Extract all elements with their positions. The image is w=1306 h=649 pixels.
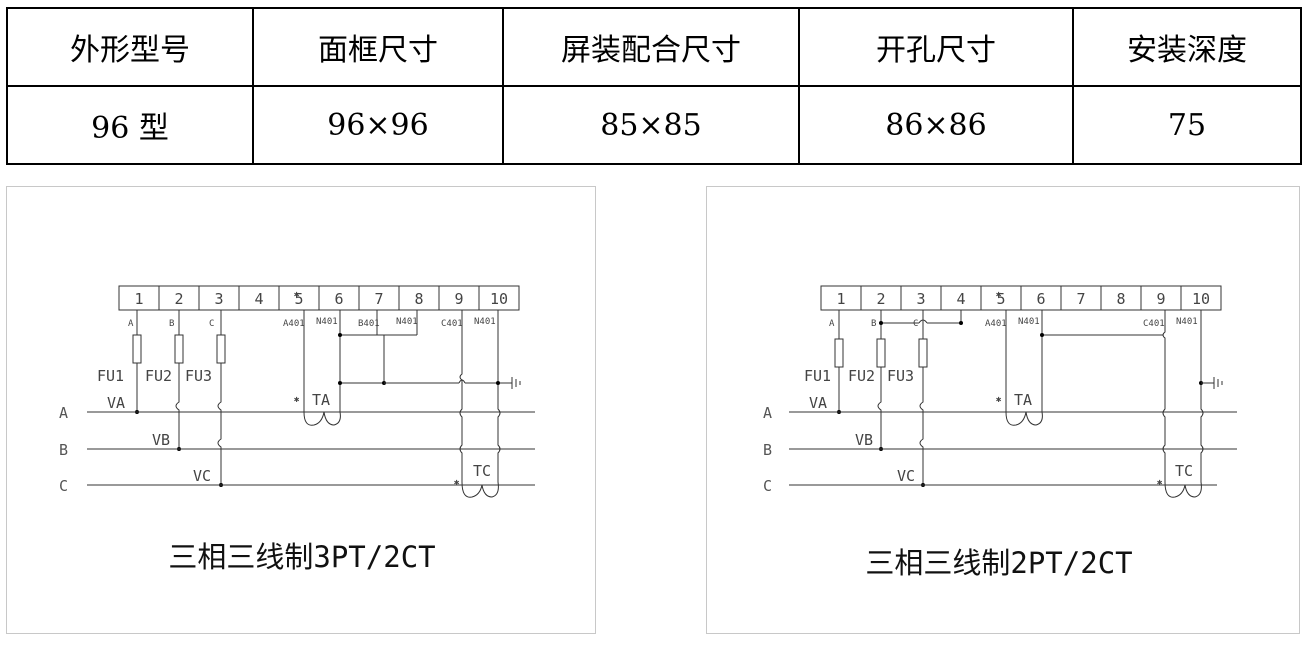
fuse-label-fu1: FU1: [804, 367, 831, 385]
fuse-label-fu2: FU2: [848, 367, 875, 385]
terminal-label-n401-c: N401: [1176, 317, 1198, 327]
terminal-10: 10: [490, 290, 508, 308]
fuse-2: [174, 334, 184, 364]
terminal-5: 5: [996, 290, 1005, 308]
spec-table: 外形型号 面框尺寸 屏装配合尺寸 开孔尺寸 安装深度 96 型 96×96 85…: [6, 7, 1302, 165]
terminal-label-b: B: [871, 319, 876, 329]
terminal-6: 6: [334, 290, 343, 308]
phase-label-b: B: [59, 441, 68, 459]
terminal-2: 2: [174, 290, 183, 308]
terminal-8: 8: [1116, 290, 1125, 308]
fuse-label-fu3: FU3: [185, 367, 212, 385]
fuse-label-fu2: FU2: [145, 367, 172, 385]
polarity-mark: ✱: [294, 395, 300, 405]
terminal-3: 3: [214, 290, 223, 308]
fuse-1: [834, 338, 844, 368]
phase-label-a: A: [59, 404, 68, 422]
voltage-label-va: VA: [809, 394, 827, 412]
voltage-label-vb: VB: [855, 431, 873, 449]
voltage-label-va: VA: [107, 394, 125, 412]
fuse-3: [918, 338, 928, 368]
terminal-label-n401-a: N401: [1018, 317, 1040, 327]
wiring-diagram-svg-right: 1 2 3 4 5 6 7 8 9 10 A B C A401 N401 C40…: [763, 285, 1237, 580]
table-header-row: 外形型号 面框尺寸 屏装配合尺寸 开孔尺寸 安装深度: [6, 7, 1302, 87]
terminal-label-a401: A401: [985, 319, 1007, 329]
wiring-diagram-svg-left: 1 2 3 4 5 6 7 8 9 10 A B C A401 N401 B40…: [59, 285, 535, 574]
terminal-label-c: C: [209, 319, 214, 329]
fuse-label-fu1: FU1: [97, 367, 124, 385]
ct-label-ta: TA: [312, 391, 330, 409]
terminal-label-a: A: [128, 319, 134, 329]
header-cell-bezel-size: 面框尺寸: [252, 7, 504, 87]
terminal-10: 10: [1192, 290, 1210, 308]
phase-label-c: C: [763, 477, 772, 495]
terminal-4: 4: [956, 290, 965, 308]
phase-label-a: A: [763, 404, 772, 422]
terminal-label-a401: A401: [283, 319, 305, 329]
terminal-9: 9: [1156, 290, 1165, 308]
table-row: 96 型 96×96 85×85 86×86 75: [6, 85, 1302, 165]
terminal-label-n401-c: N401: [474, 317, 496, 327]
terminal-label-c: C: [913, 319, 918, 329]
terminal-label-c401: C401: [1143, 319, 1165, 329]
voltage-label-vc: VC: [897, 467, 915, 485]
terminal-8: 8: [414, 290, 423, 308]
terminal-label-n401-a: N401: [316, 317, 338, 327]
terminal-6: 6: [1036, 290, 1045, 308]
fuse-1: [132, 334, 142, 364]
terminal-strip: 1 2 3 4 5 6 7 8 9 10: [118, 285, 520, 311]
diagram-title: 三相三线制3PT/2CT: [168, 540, 435, 574]
terminal-label-a: A: [829, 319, 835, 329]
cell-bezel-size: 96×96: [252, 85, 504, 165]
wiring-diagram-2pt-2ct: 1 2 3 4 5 6 7 8 9 10 A B C A401 N401 C40…: [706, 186, 1300, 634]
terminal-label-b: B: [169, 319, 174, 329]
terminal-3: 3: [916, 290, 925, 308]
cell-cutout-size: 86×86: [798, 85, 1074, 165]
terminal-2: 2: [876, 290, 885, 308]
terminal-strip: 1 2 3 4 5 6 7 8 9 10: [820, 285, 1222, 311]
voltage-label-vb: VB: [152, 431, 170, 449]
polarity-mark: ✱: [1157, 478, 1163, 488]
terminal-7: 7: [1076, 290, 1085, 308]
diagram-title: 三相三线制2PT/2CT: [865, 546, 1132, 580]
ct-label-ta: TA: [1014, 391, 1032, 409]
fuse-label-fu3: FU3: [887, 367, 914, 385]
fuse-3: [216, 334, 226, 364]
ct-label-tc: TC: [473, 462, 491, 480]
polarity-mark: ✱: [996, 395, 1002, 405]
terminal-7: 7: [374, 290, 383, 308]
terminal-label-c401: C401: [441, 319, 463, 329]
terminal-9: 9: [454, 290, 463, 308]
voltage-label-vc: VC: [193, 467, 211, 485]
header-cell-panel-fit-size: 屏装配合尺寸: [502, 7, 800, 87]
header-cell-install-depth: 安装深度: [1072, 7, 1302, 87]
phase-label-b: B: [763, 441, 772, 459]
terminal-4: 4: [254, 290, 263, 308]
terminal-5: 5: [294, 290, 303, 308]
phase-label-c: C: [59, 477, 68, 495]
ct-label-tc: TC: [1175, 462, 1193, 480]
wiring: [87, 310, 535, 498]
polarity-mark: ✱: [454, 478, 460, 488]
terminal-1: 1: [836, 290, 845, 308]
polarity-mark: ✱: [294, 290, 300, 300]
cell-install-depth: 75: [1072, 85, 1302, 165]
cell-panel-fit-size: 85×85: [502, 85, 800, 165]
wiring: [789, 310, 1237, 498]
header-cell-cutout-size: 开孔尺寸: [798, 7, 1074, 87]
terminal-label-b401: B401: [358, 319, 380, 329]
header-cell-model: 外形型号: [6, 7, 254, 87]
terminal-1: 1: [134, 290, 143, 308]
fuse-2: [876, 338, 886, 368]
wiring-diagram-3pt-2ct: 1 2 3 4 5 6 7 8 9 10 A B C A401 N401 B40…: [6, 186, 596, 634]
cell-model: 96 型: [6, 85, 254, 165]
polarity-mark: ✱: [996, 290, 1002, 300]
terminal-label-n401-b: N401: [396, 317, 418, 327]
